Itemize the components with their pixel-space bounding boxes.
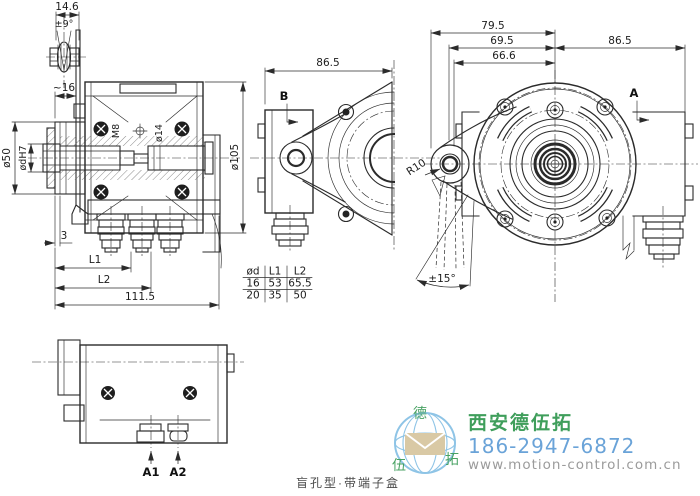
tether-pin [49, 30, 80, 73]
wire-break [622, 241, 635, 261]
logo-char-left: 伍 [392, 457, 406, 473]
dim-arm-inner: 66.6 [492, 50, 516, 62]
logo-char-right: 拓 [445, 451, 459, 467]
dim-flange-dia: ø50 [1, 148, 13, 168]
shaft-end-rings [509, 118, 601, 210]
watermark-company: 西安德伍拓 [468, 411, 573, 434]
dim-depth: 86.5 [316, 57, 339, 69]
dim-arm-hole: 69.5 [490, 35, 513, 47]
dim-step: 3 [61, 230, 68, 242]
tether-arm-rear [430, 106, 517, 220]
table-cell: 50 [293, 290, 306, 302]
bottom-screws [101, 386, 197, 400]
view-a-rear: ±15° R10 79.5 69.5 86.5 66.6 A [404, 20, 698, 302]
table-cell: 16 [246, 278, 260, 290]
dim-overall-length: 111.5 [125, 291, 155, 303]
gland-side [271, 212, 309, 247]
dim-body-dia: ø105 [229, 144, 241, 170]
table-cell: 53 [268, 278, 281, 290]
table-cell: 65.5 [288, 278, 311, 290]
rear-screws [496, 98, 616, 231]
shaft-size-table: ød L1 L2 16 53 65.5 20 35 50 [242, 266, 313, 303]
table-header: ød [246, 266, 259, 278]
tether-arm-side [279, 113, 346, 203]
table-header: L1 [269, 266, 282, 278]
drawing-caption: 盲孔型·带端子盒 [296, 475, 400, 490]
globe-logo-icon: 德 伍 拓 [392, 405, 459, 474]
m8-screws [93, 121, 190, 200]
watermark-website: www.motion-control.com.cn [468, 457, 682, 473]
view-bottom: A1 A2 [32, 339, 244, 479]
dim-l2: L2 [98, 274, 111, 286]
logo-char-top: 德 [413, 405, 427, 421]
dim-l1: L1 [89, 254, 102, 266]
label-thread: M8 [111, 124, 122, 138]
dim-pin-tilt: ±9° [55, 19, 74, 30]
table-header: L2 [294, 266, 307, 278]
label-gland-a2: A2 [170, 465, 187, 479]
watermark-phone: 186-2947-6872 [468, 434, 635, 458]
view-side-section: 14.6 ±9° ~16 [1, 1, 247, 310]
connector-a1 [136, 423, 165, 443]
table-cell: 35 [268, 290, 281, 302]
label-thread-dia: ø14 [154, 124, 165, 142]
view-b-side: 86.5 B [250, 57, 442, 252]
dim-box-width: 86.5 [608, 35, 631, 47]
view-label-a: A [630, 86, 639, 100]
flange-horn [302, 81, 396, 236]
rear-gland [622, 206, 684, 270]
view-label-b: B [280, 89, 289, 103]
label-gland-a1: A1 [143, 465, 160, 479]
dim-swing: ±15° [428, 273, 455, 285]
dim-arm-outer: 79.5 [481, 20, 504, 32]
table-cell: 20 [246, 290, 259, 302]
swing-range: ±15° [415, 181, 475, 291]
cable-wire [211, 213, 222, 269]
position-mark-icon [132, 123, 148, 139]
encoder-body-section [47, 81, 221, 253]
flange-screw [337, 103, 355, 223]
dim-arm-offset: ~16 [53, 82, 75, 94]
dim-pin-width: 14.6 [55, 1, 79, 13]
watermark: 德 伍 拓 西安德伍拓 186-2947-6872 www.motion-con… [392, 405, 682, 474]
flange-and-shaft [42, 121, 214, 195]
arc-slots [497, 106, 613, 222]
dim-shaft-bore: ødH7 [18, 145, 29, 170]
cable-glands [87, 199, 222, 269]
dim-arm-radius: R10 [404, 157, 428, 178]
